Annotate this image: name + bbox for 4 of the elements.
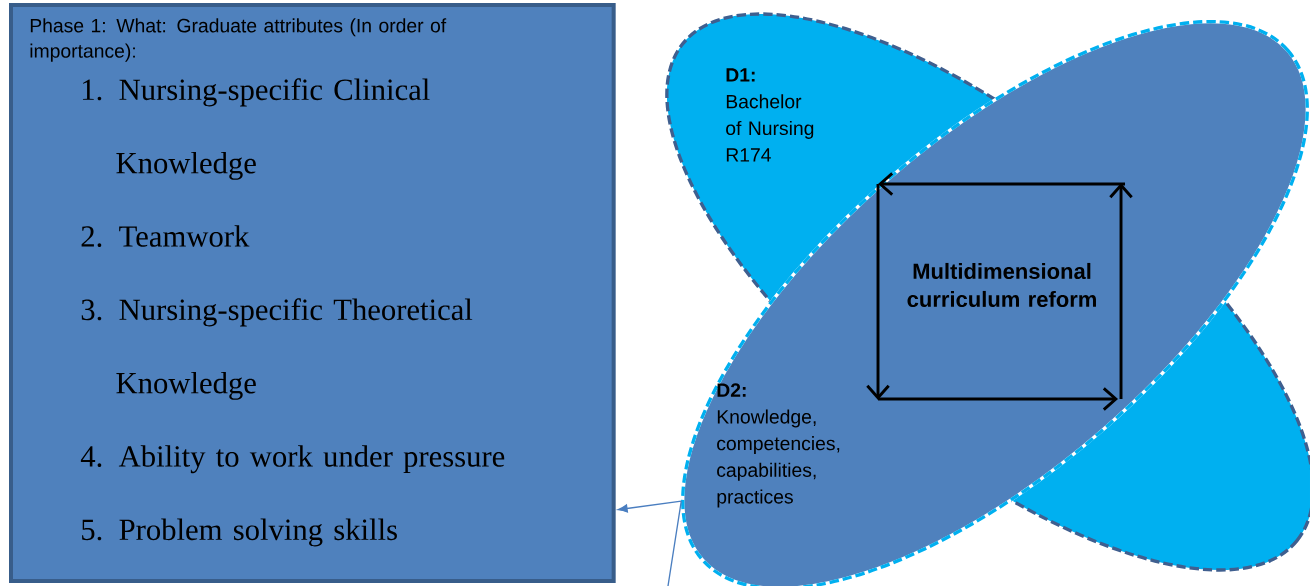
text-box: Phase 1: What: Graduate attributes (In order of importance): 1. Nursing-specific Clinical Knowledge 2. Teamwork 3. Nursing-specific Theoretical Knowledge 4. Ability to work under pressure 5. Problem solving skills bbox=[9, 3, 616, 583]
leader-line bbox=[617, 500, 682, 513]
center-label: Multidimensional curriculum reform bbox=[907, 262, 1096, 308]
leader-line bbox=[667, 500, 682, 586]
